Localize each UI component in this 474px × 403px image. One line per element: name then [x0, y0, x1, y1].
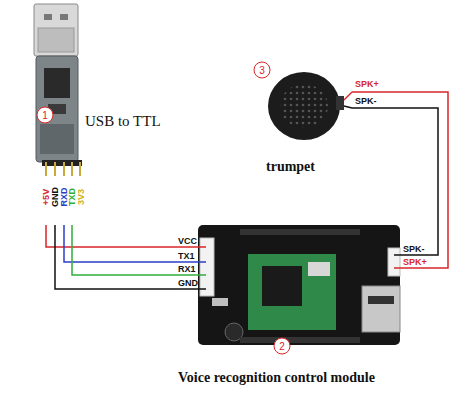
device-region: Voice recognition control module — [176, 222, 431, 390]
pin-name: TX1 — [178, 251, 195, 261]
pin-name: VCC — [178, 236, 197, 246]
callout-number: 1 — [37, 107, 54, 124]
part-name: Voice recognition control module — [178, 370, 375, 386]
pin-name: 3V3 — [76, 189, 86, 205]
callout-number: 2 — [274, 338, 291, 355]
pin-name: SPK- — [355, 96, 377, 106]
wire — [352, 92, 448, 268]
pin-name: RX1 — [178, 264, 196, 274]
wire — [55, 225, 176, 289]
part-name: trumpet — [266, 159, 315, 175]
wire — [46, 225, 176, 247]
pin-name: SPK- — [403, 244, 425, 254]
wire — [352, 108, 438, 255]
usb-ttl-adapter — [34, 4, 82, 176]
part-name: USB to TTL — [85, 113, 161, 130]
pin-name: GND — [178, 278, 198, 288]
wire — [72, 225, 176, 275]
pin-name: SPK+ — [403, 257, 427, 267]
callout-number: 3 — [254, 62, 271, 79]
voice-module-board — [176, 225, 431, 345]
pin-name: GND — [50, 187, 60, 207]
pin-name: +5V — [41, 189, 51, 205]
pin-name: SPK+ — [355, 79, 379, 89]
speaker — [268, 72, 352, 140]
pin-name: TXD — [67, 188, 77, 206]
device-region: trumpet — [262, 62, 352, 180]
wire — [64, 225, 176, 262]
